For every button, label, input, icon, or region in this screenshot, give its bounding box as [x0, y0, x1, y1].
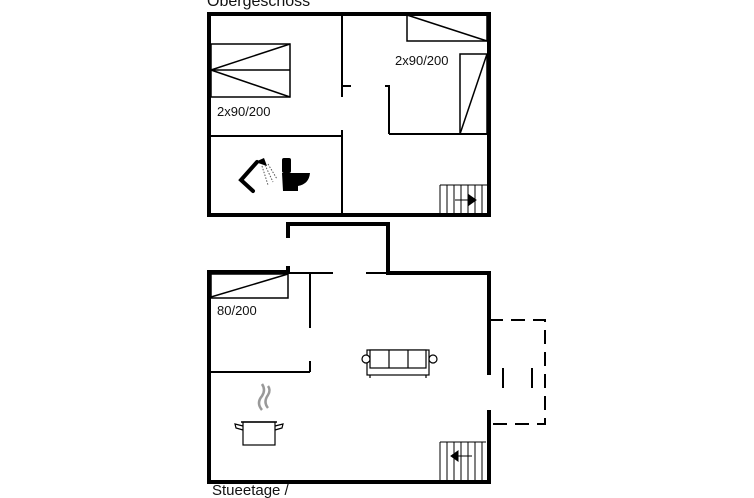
upper-outer-wall — [207, 12, 491, 217]
shower-icon — [238, 158, 278, 193]
upper-floor-title: Obergeschoss — [207, 0, 310, 10]
terrace-outline — [489, 319, 546, 425]
sofa-icon — [361, 349, 438, 378]
ground-bed — [210, 273, 289, 299]
upper-bed-right-label: 2x90/200 — [395, 53, 449, 68]
upper-bed-left-label: 2x90/200 — [217, 104, 271, 119]
upper-bed-right — [406, 14, 488, 135]
upper-stairs-icon — [439, 184, 487, 215]
ground-floor: 80/200 — [207, 222, 546, 498]
ground-stairs-icon — [439, 441, 486, 482]
upper-interior-walls — [209, 14, 489, 215]
ground-bed-label: 80/200 — [217, 303, 257, 318]
ground-interior-walls — [209, 272, 388, 373]
upper-bed-left — [210, 43, 291, 98]
upper-floor: Obergeschoss 2x90/200 2x90/200 — [207, 0, 491, 217]
cooking-pot-icon — [234, 383, 284, 446]
toilet-icon — [282, 158, 310, 191]
ground-floor-title: Stueetage / — [212, 482, 290, 498]
